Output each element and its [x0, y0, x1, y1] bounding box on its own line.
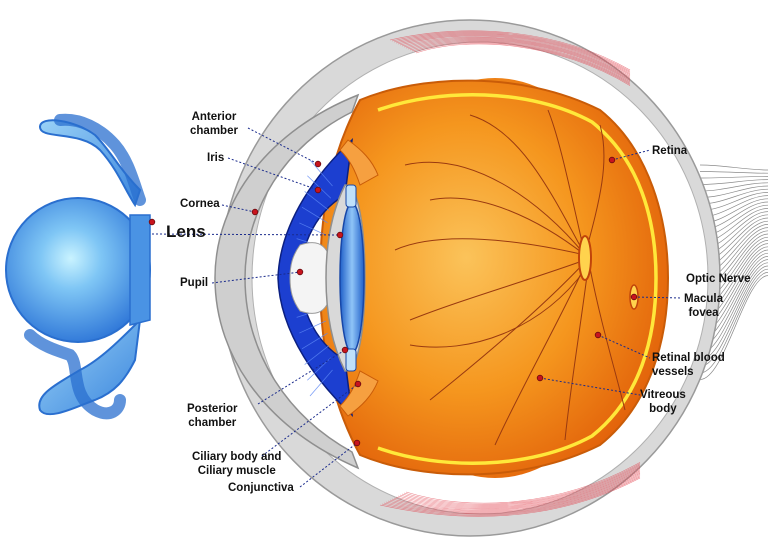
upper-haptic: [38, 119, 142, 208]
label-lens: Lens: [166, 222, 206, 241]
intraocular-lens-implant: [5, 113, 151, 420]
pointer-dots: [148, 156, 638, 447]
label-optic-nerve: Optic Nerve: [686, 273, 751, 285]
lens: [339, 202, 365, 354]
cornea: [214, 93, 360, 470]
sclera-red-lines: [379, 30, 641, 517]
optic-disc: [578, 235, 592, 281]
label-conjunctiva: Conjunctiva: [228, 482, 294, 494]
pointer-lines: [151, 127, 683, 488]
label-cornea: Cornea: [180, 198, 220, 210]
implant-optic: [5, 197, 151, 343]
retina: [377, 93, 658, 465]
label-retina: Retina: [652, 145, 688, 157]
vitreous-shape: [318, 79, 670, 476]
label-pupil: Pupil: [180, 277, 209, 289]
retinal-blood-vessels: [394, 109, 626, 446]
lower-haptic: [38, 317, 142, 416]
label-iris: Iris: [207, 152, 225, 164]
